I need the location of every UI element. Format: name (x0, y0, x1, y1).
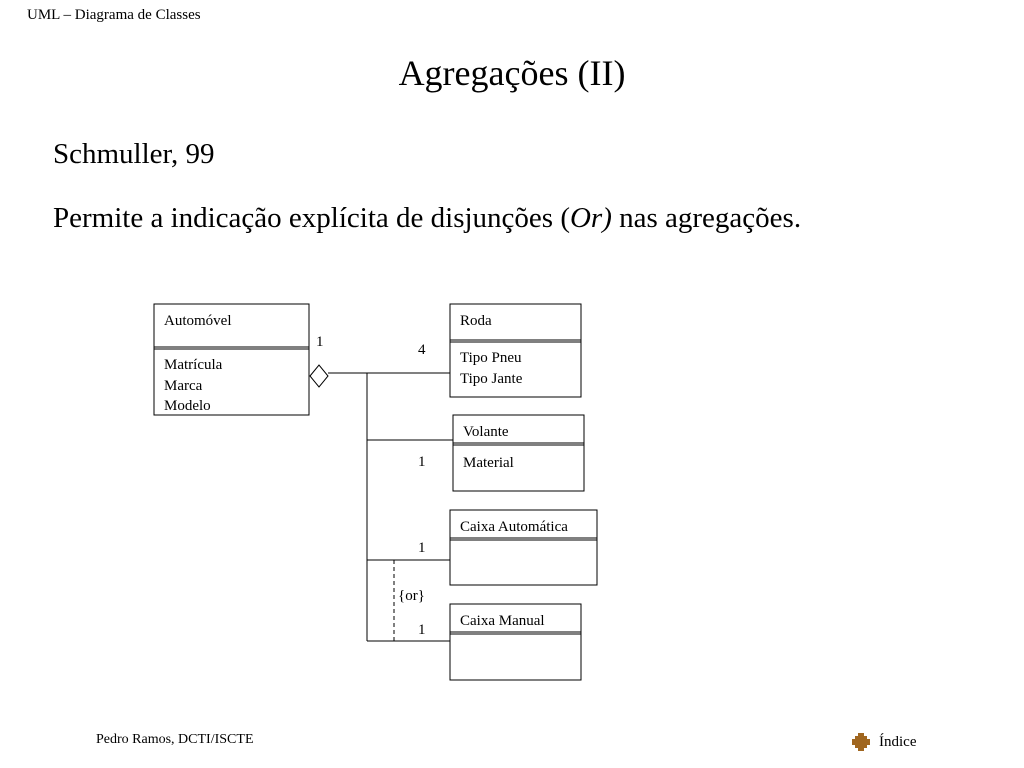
aggregation-diamond-icon (309, 364, 329, 388)
or-constraint-label: {or} (398, 588, 425, 604)
class-box-caixa-manual (449, 603, 582, 681)
attr-matricula: Matrícula (164, 357, 223, 373)
attr-tipo-jante: Tipo Jante (460, 371, 523, 387)
class-name-automovel: Automóvel (164, 313, 232, 329)
index-link[interactable]: Índice (851, 732, 916, 752)
class-name-roda: Roda (460, 313, 492, 329)
slide-subtitle: Schmuller, 99 (53, 138, 215, 170)
class-box-volante (452, 414, 585, 492)
multiplicity-caixa-automatica: 1 (418, 540, 426, 556)
multiplicity-caixa-manual: 1 (418, 622, 426, 638)
class-name-caixa-automatica: Caixa Automática (460, 519, 568, 535)
slide-header: UML – Diagrama de Classes (27, 7, 201, 23)
footer-author: Pedro Ramos, DCTI/ISCTE (96, 732, 254, 747)
class-box-automovel (153, 303, 310, 416)
class-name-volante: Volante (463, 424, 509, 440)
body-text-emphasis: Or) (569, 202, 612, 234)
attr-tipo-pneu: Tipo Pneu (460, 350, 522, 366)
diamond-icon (852, 733, 870, 751)
slide-title: Agregações (II) (398, 53, 626, 93)
body-text-start: Permite a indicação explícita de disjunç… (53, 202, 570, 234)
multiplicity-automovel: 1 (316, 334, 324, 350)
class-box-roda (449, 303, 582, 398)
body-text-end: nas agregações. (611, 202, 802, 234)
attr-material: Material (463, 455, 514, 471)
attr-marca: Marca (164, 378, 203, 394)
class-name-caixa-manual: Caixa Manual (460, 613, 545, 629)
slide-body: Permite a indicação explícita de disjunç… (53, 198, 813, 238)
class-box-caixa-automatica (449, 509, 598, 586)
attr-modelo: Modelo (164, 398, 211, 414)
multiplicity-roda: 4 (418, 342, 426, 358)
multiplicity-volante: 1 (418, 454, 426, 470)
index-label: Índice (879, 733, 917, 750)
